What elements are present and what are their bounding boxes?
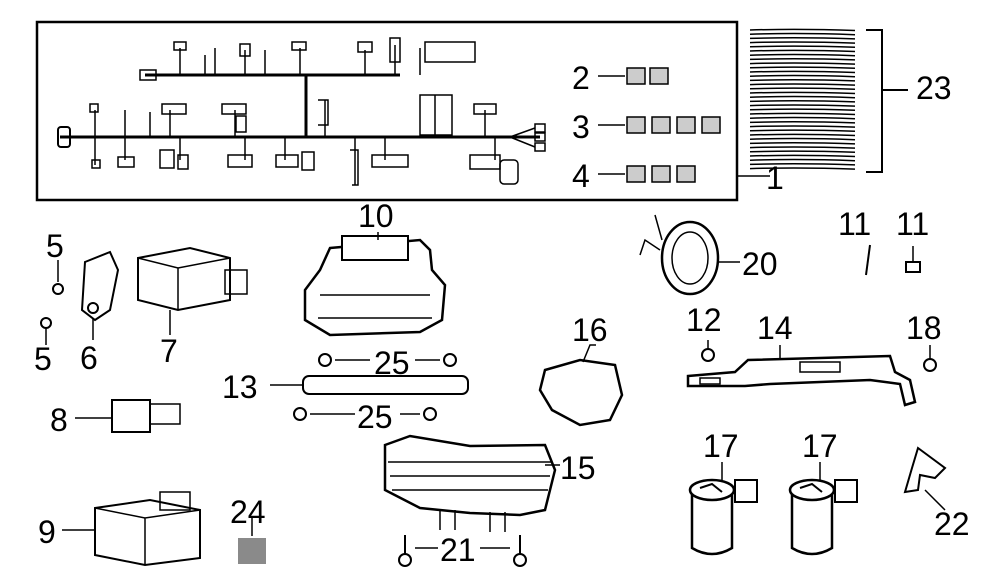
callout-9: 9 [38, 514, 56, 550]
wiring-harness-group [35, 20, 739, 202]
callout-18: 18 [906, 310, 942, 346]
cable-tie [749, 158, 856, 162]
cable-tie [749, 108, 856, 112]
cable-tie [749, 79, 856, 82]
callout-15: 15 [560, 450, 596, 486]
cable-tie [749, 104, 856, 107]
cable-tie [749, 100, 856, 103]
clip-22 [903, 446, 947, 494]
callout-3: 3 [572, 109, 590, 145]
cable-tie [749, 163, 856, 166]
cable-tie [749, 70, 856, 74]
cable-tie [749, 112, 856, 116]
callout-6: 6 [80, 340, 98, 376]
ignition-coil-17-left [688, 462, 758, 556]
callout-1: 1 [766, 160, 784, 196]
cable-tie [749, 87, 856, 91]
cable-tie [749, 45, 856, 49]
cable-tie [749, 137, 856, 141]
callout-25-top: 25 [374, 345, 410, 381]
cable-tie [749, 116, 856, 120]
pad-24 [238, 538, 266, 564]
harness-fuse-box [419, 94, 453, 136]
callout-2: 2 [572, 60, 590, 96]
screw-5-top [52, 283, 64, 295]
cable-tie [749, 142, 856, 145]
control-module-7 [137, 246, 231, 312]
cable-tie [749, 83, 856, 86]
cable-tie [749, 125, 856, 128]
cable-tie [749, 49, 856, 53]
cable-tie [749, 62, 856, 65]
callout-21: 21 [440, 532, 476, 568]
callout-22: 22 [934, 506, 970, 542]
horn-20 [660, 220, 720, 296]
callout-17-left: 17 [703, 428, 739, 464]
harness-connector-block [424, 41, 476, 63]
cable-tie [749, 154, 856, 158]
cable-tie [749, 167, 856, 170]
cable-tie [749, 74, 856, 78]
callout-13: 13 [222, 369, 258, 405]
cable-tie [749, 37, 856, 40]
callout-25-bottom: 25 [357, 399, 393, 435]
callout-5-top: 5 [46, 228, 64, 264]
cable-ties-23 [749, 28, 856, 170]
callout-5-bottom: 5 [34, 341, 52, 377]
callout-23: 23 [916, 70, 952, 106]
cable-tie [749, 129, 856, 133]
callout-16: 16 [572, 312, 608, 348]
callout-17-right: 17 [802, 428, 838, 464]
cable-tie [749, 32, 856, 36]
ignition-coil-17-right [788, 462, 858, 556]
relay-8 [111, 399, 151, 433]
cable-tie [749, 41, 856, 44]
callout-20: 20 [742, 246, 778, 282]
harness-frame [35, 20, 739, 202]
cable-tie [749, 150, 856, 154]
ecu-10 [303, 238, 447, 337]
cable-tie [749, 95, 856, 99]
callout-12: 12 [686, 302, 722, 338]
callout-14: 14 [757, 310, 793, 346]
callout-4: 4 [572, 158, 590, 194]
callout-10: 10 [358, 198, 394, 234]
cable-tie [749, 121, 856, 124]
screw-5-bottom [40, 317, 52, 329]
cable-tie [749, 66, 856, 70]
callout-8: 8 [50, 402, 68, 438]
bracket-14 [686, 354, 917, 407]
cable-tie [749, 58, 856, 61]
cable-tie [749, 146, 856, 149]
cable-tie [749, 28, 856, 32]
cable-tie [749, 53, 856, 57]
callout-11-left: 11 [838, 206, 872, 242]
relay-9 [94, 498, 201, 567]
callout-24: 24 [230, 494, 266, 530]
sensor-16 [538, 358, 624, 427]
callout-7: 7 [160, 333, 178, 369]
cable-tie [749, 91, 856, 95]
callout-11-right: 11 [896, 206, 930, 242]
cable-tie [749, 133, 856, 137]
